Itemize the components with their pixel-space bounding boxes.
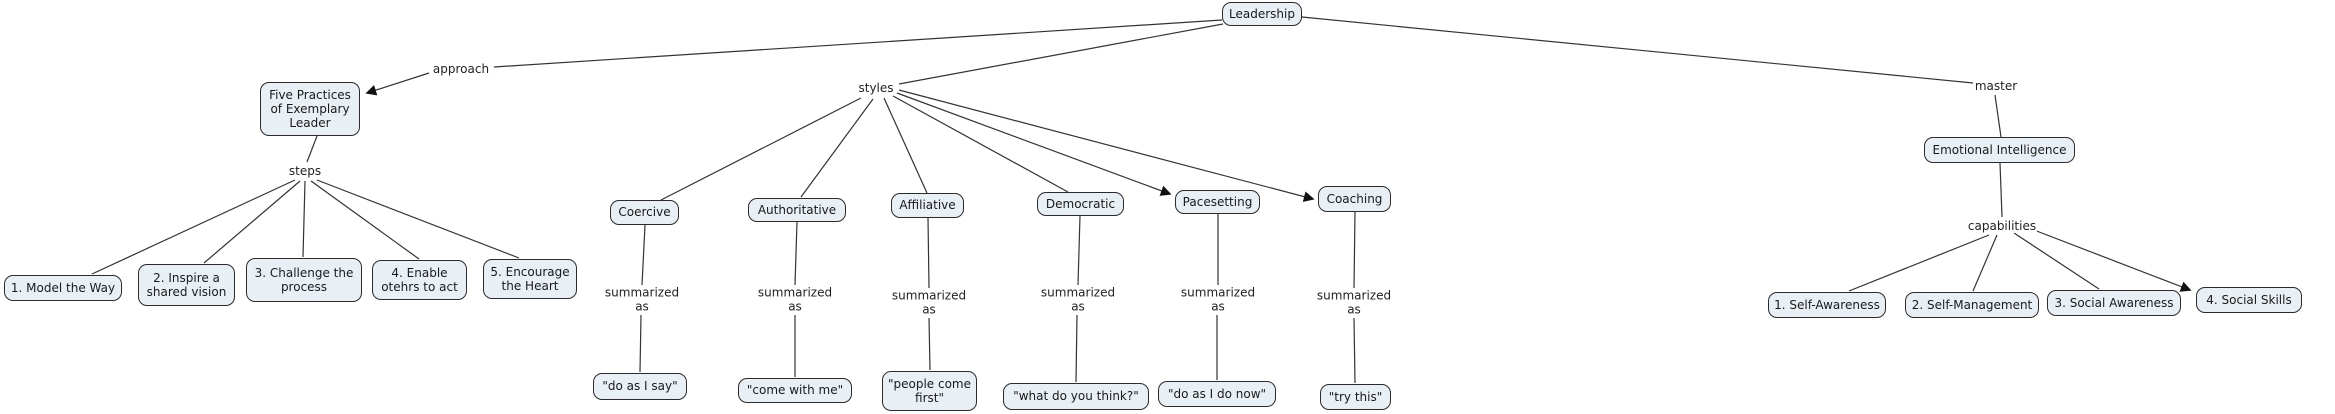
node-self-awareness[interactable]: 1. Self-Awareness [1768, 292, 1886, 318]
edge-five-practices-steps [306, 135, 318, 163]
node-five-practices[interactable]: Five Practices of Exemplary Leader [260, 82, 360, 136]
node-leadership[interactable]: Leadership [1222, 2, 1302, 26]
link-label-steps[interactable]: steps [287, 163, 323, 179]
link-label-summarized-as-pacesetting[interactable]: summarized as [1175, 285, 1261, 315]
node-encourage-the-heart[interactable]: 5. Encourage the Heart [483, 259, 577, 299]
node-style-coercive[interactable]: Coercive [610, 200, 679, 225]
link-label-master[interactable]: master [1973, 78, 2019, 94]
node-style-authoritative[interactable]: Authoritative [748, 198, 846, 222]
node-style-affiliative[interactable]: Affiliative [891, 193, 964, 218]
edge-steps-encourage-heart [316, 179, 520, 259]
edge-summarized-people-come-first [928, 317, 931, 371]
edge-affiliative-summarized [927, 217, 930, 289]
edge-capabilities-social-skills [2033, 229, 2192, 292]
edge-steps-enable-others [310, 180, 420, 260]
edge-leadership-master [1301, 16, 1974, 84]
edge-summarized-try-this [1353, 317, 1356, 384]
node-style-pacesetting[interactable]: Pacesetting [1175, 190, 1260, 214]
link-label-summarized-as-coercive[interactable]: summarized as [599, 285, 685, 315]
edge-approach-five-practices [365, 72, 430, 96]
edge-coaching-summarized [1353, 211, 1356, 289]
link-label-capabilities[interactable]: capabilities [1966, 218, 2038, 234]
node-summary-what-do-you-think[interactable]: "what do you think?" [1003, 383, 1149, 410]
node-emotional-intelligence[interactable]: Emotional Intelligence [1924, 137, 2075, 163]
edge-capabilities-self-management [1972, 234, 1998, 292]
node-enable-others-to-act[interactable]: 4. Enable otehrs to act [372, 260, 467, 300]
edge-democratic-summarized [1077, 215, 1081, 286]
node-summary-people-come-first[interactable]: "people come first" [882, 371, 977, 411]
link-label-styles[interactable]: styles [857, 80, 895, 96]
node-challenge-the-process[interactable]: 3. Challenge the process [246, 258, 362, 302]
node-style-coaching[interactable]: Coaching [1318, 186, 1391, 212]
node-self-management[interactable]: 2. Self-Management [1905, 292, 2039, 318]
edge-capabilities-self-awareness [1848, 234, 1990, 292]
edge-coercive-summarized [641, 224, 646, 286]
node-summary-do-as-i-do-now[interactable]: "do as I do now" [1158, 381, 1276, 407]
edge-styles-coaching [898, 89, 1315, 202]
edge-leadership-styles [898, 23, 1224, 85]
edge-summarized-do-as-i-say [639, 314, 642, 373]
edge-styles-affiliative [883, 97, 928, 194]
edge-summarized-what-do-you-think [1075, 314, 1078, 383]
link-label-approach[interactable]: approach [431, 61, 491, 77]
edge-capabilities-social-awareness [2013, 232, 2100, 290]
edge-steps-inspire-vision [203, 180, 301, 264]
edge-styles-coercive [660, 97, 862, 201]
link-label-summarized-as-affiliative[interactable]: summarized as [886, 288, 972, 318]
node-social-skills[interactable]: 4. Social Skills [2196, 287, 2302, 313]
node-social-awareness[interactable]: 3. Social Awareness [2047, 290, 2181, 316]
link-label-summarized-as-democratic[interactable]: summarized as [1035, 285, 1121, 315]
node-summary-come-with-me[interactable]: "come with me" [738, 378, 852, 403]
link-label-summarized-as-authoritative[interactable]: summarized as [752, 285, 838, 315]
edge-authoritative-summarized [794, 221, 798, 286]
edge-styles-democratic [892, 95, 1069, 193]
link-label-summarized-as-coaching[interactable]: summarized as [1311, 288, 1397, 318]
edge-leadership-approach [493, 19, 1223, 68]
node-summary-try-this[interactable]: "try this" [1320, 384, 1391, 410]
node-style-democratic[interactable]: Democratic [1037, 192, 1124, 216]
edge-styles-authoritative [800, 98, 874, 198]
edge-emotional-intelligence-capabilities [1999, 162, 2003, 218]
node-summary-do-as-i-say[interactable]: "do as I say" [593, 373, 687, 400]
node-model-the-way[interactable]: 1. Model the Way [4, 275, 122, 301]
edge-master-emotional-intelligence [1994, 94, 2002, 138]
edge-styles-pacesetting [896, 92, 1172, 196]
edge-steps-model-the-way [91, 179, 296, 275]
edge-steps-challenge-process [302, 180, 306, 258]
node-inspire-shared-vision[interactable]: 2. Inspire a shared vision [138, 264, 235, 306]
